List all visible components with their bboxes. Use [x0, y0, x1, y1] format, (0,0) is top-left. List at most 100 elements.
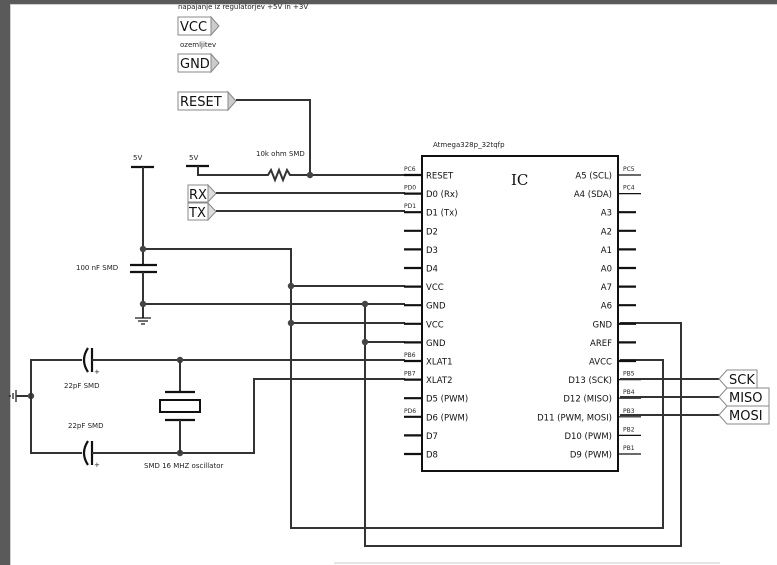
- pin-label: D6 (PWM): [426, 413, 468, 423]
- ic-pin-left: D3: [404, 246, 438, 256]
- pin-label: D3: [426, 246, 438, 256]
- gnd-port-label: GND: [180, 57, 210, 72]
- reset-port[interactable]: RESET: [177, 90, 237, 112]
- pin-label: A4 (SDA): [574, 190, 612, 200]
- pin-label: D5 (PWM): [426, 395, 468, 405]
- pin-label: D11 (PWM, MOSI): [537, 413, 612, 423]
- ic-pin-left: D0 (Rx) PD0: [404, 185, 458, 200]
- pin-label: RESET: [426, 172, 454, 182]
- pin-label: D0 (Rx): [426, 190, 458, 200]
- resistor-icon: [262, 167, 296, 183]
- resistor-label: 10k ohm SMD: [256, 150, 305, 158]
- pin-label: AVCC: [589, 358, 612, 368]
- ic-pin-right: A5 (SCL)PC5: [575, 166, 641, 182]
- schematic-canvas: [10, 4, 777, 565]
- cap1-left-wire: [30, 359, 82, 396]
- port-label: PB3: [623, 408, 635, 415]
- ic-pin-right: A1: [601, 246, 636, 256]
- crystal-ground-icon: [9, 390, 17, 402]
- pin-label: VCC: [426, 283, 444, 293]
- ic-pin-right: A6: [601, 302, 636, 312]
- ic-pin-right: D11 (PWM, MOSI) PB3: [537, 408, 641, 423]
- port-label: PD1: [404, 203, 416, 210]
- ic-pin-right: A0: [601, 265, 636, 275]
- cap1-plus: +: [94, 368, 100, 376]
- pin-label: D7: [426, 432, 438, 442]
- pin-label: A2: [601, 227, 612, 237]
- cap2-plus: +: [94, 461, 100, 469]
- junction: [139, 300, 147, 308]
- port-label: PB6: [404, 352, 416, 359]
- pin-label: AREF: [590, 339, 612, 349]
- port-label: PC6: [404, 166, 416, 173]
- pin-label: D1 (Tx): [426, 209, 458, 219]
- ic-pin-right: GND: [593, 320, 636, 330]
- port-label: PD0: [404, 185, 416, 192]
- pin-label: D9 (PWM): [570, 451, 612, 461]
- miso-port[interactable]: MISO: [718, 387, 770, 407]
- tx-port-label: TX: [188, 206, 206, 221]
- ic-pin-left: GND: [404, 302, 446, 312]
- port-label: PB5: [623, 371, 635, 378]
- ic-pin-left: D2: [404, 227, 438, 237]
- junction: [139, 245, 147, 253]
- ic-pin-left: D5 (PWM): [404, 395, 468, 405]
- ic-title: IC: [511, 171, 528, 189]
- mosi-port[interactable]: MOSI: [718, 405, 770, 425]
- pin-label: D4: [426, 265, 438, 275]
- decoupling-cap-label: 100 nF SMD: [76, 264, 118, 272]
- junction: [361, 300, 369, 308]
- crystal-oscillator-icon: [159, 360, 201, 453]
- pin-label: GND: [426, 339, 446, 349]
- cap1-label: 22pF SMD: [64, 382, 99, 390]
- pin-label: GND: [426, 302, 446, 312]
- ic-pin-right: D10 (PWM)PB2: [564, 426, 641, 442]
- junction: [287, 319, 295, 327]
- xlat2-wire: [92, 378, 405, 454]
- ic-pin-right: AREF: [590, 339, 636, 349]
- ic-pin-left: RESET PC6: [404, 166, 454, 182]
- cap2-label: 22pF SMD: [68, 422, 103, 430]
- port-label: PB7: [404, 371, 416, 378]
- mosi-port-label: MOSI: [729, 409, 763, 424]
- ic-body: [421, 155, 619, 472]
- ground-symbol-icon: [135, 317, 151, 325]
- ic-pin-right: D12 (MISO) PB4: [563, 389, 641, 405]
- ground-note: ozemljitev: [180, 41, 216, 49]
- tx-port[interactable]: TX: [187, 201, 217, 222]
- ic-pin-right: A4 (SDA)PC4: [574, 185, 641, 200]
- ic-part-label: Atmega328p_32tqfp: [433, 141, 505, 149]
- ic-pin-left: D6 (PWM)PD6: [404, 408, 468, 423]
- reset-port-label: RESET: [180, 95, 222, 110]
- rx-port[interactable]: RX: [187, 183, 217, 204]
- port-label: PB1: [623, 445, 635, 452]
- power-note: napajanje iz regulatorjev +5V in +3V: [178, 3, 308, 11]
- port-label: PB4: [623, 389, 635, 396]
- pin-label: GND: [593, 320, 613, 330]
- ic-pin-left: XLAT2 PB7: [404, 371, 453, 386]
- reset-wire: [236, 99, 311, 175]
- sck-port[interactable]: SCK: [718, 369, 758, 389]
- junction: [361, 338, 369, 346]
- pin-label: A3: [601, 209, 612, 219]
- ic-pin-left: D1 (Tx) PD1: [404, 203, 458, 219]
- ic-pin-left: GND: [404, 339, 446, 349]
- cap1-icon: [82, 347, 94, 373]
- ic-pin-left: VCC: [404, 283, 444, 293]
- ic-pin-right: A2: [601, 227, 636, 237]
- junction: [287, 282, 295, 290]
- pin-label: XLAT2: [426, 376, 453, 386]
- pin-label: VCC: [426, 320, 444, 330]
- gnd-port[interactable]: GND: [177, 52, 220, 74]
- pin-label: D12 (MISO): [563, 395, 612, 405]
- vcc-port[interactable]: VCC: [177, 15, 220, 37]
- pin-label: D2: [426, 227, 438, 237]
- sck-port-label: SCK: [729, 373, 755, 388]
- pin-label: A7: [601, 283, 612, 293]
- ic-pin-right: A7: [601, 283, 636, 293]
- junction: [306, 171, 314, 179]
- supply2-label: 5V: [189, 154, 198, 162]
